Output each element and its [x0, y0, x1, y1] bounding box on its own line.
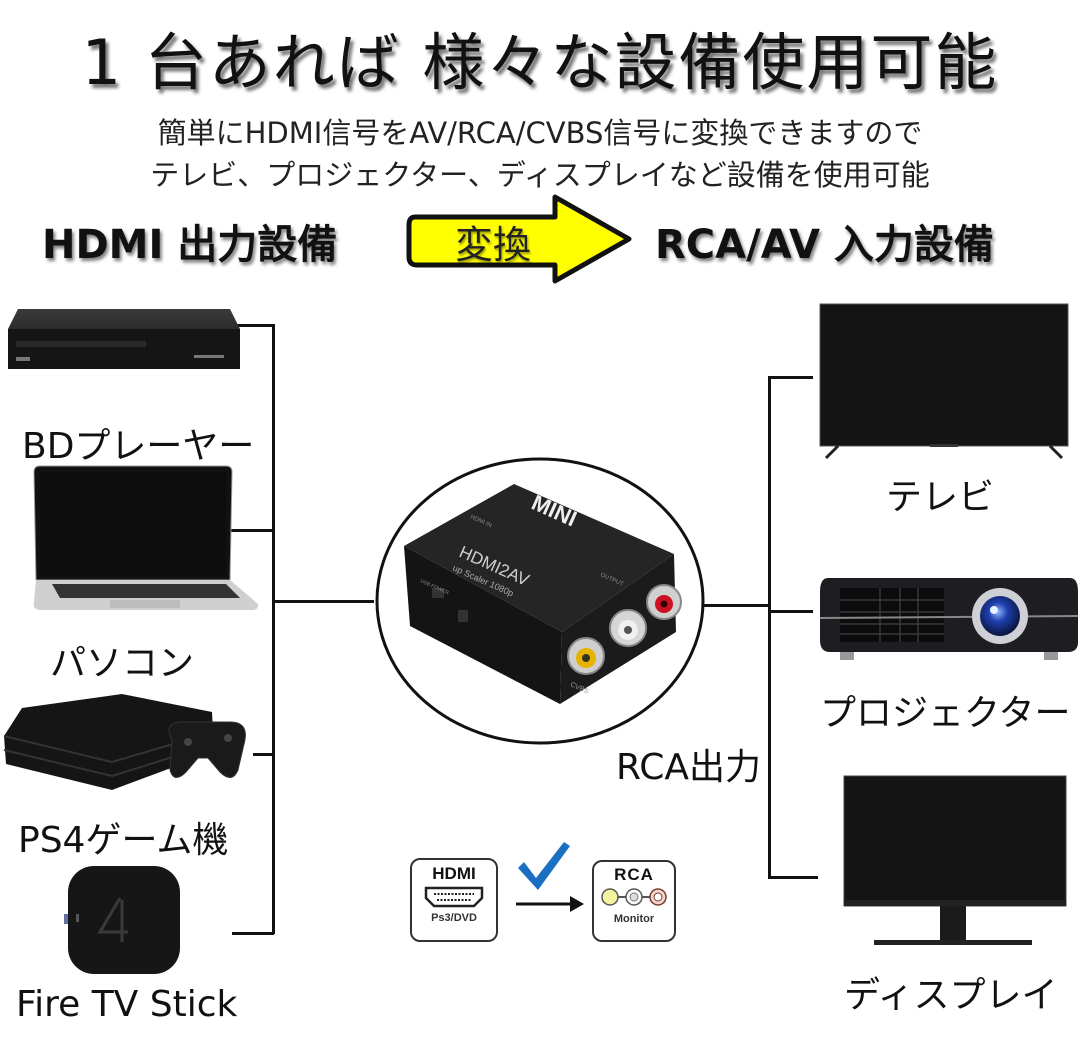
game-console-icon — [3, 694, 246, 790]
rca-badge-title: RCA — [614, 865, 654, 884]
hdmi-connector-icon — [424, 886, 484, 908]
rca-jacks-icon — [601, 888, 667, 906]
input-label-laptop: パソコン — [50, 643, 195, 684]
streaming-box-icon — [64, 866, 180, 974]
input-line-bd — [232, 324, 274, 327]
monitor-icon — [843, 775, 1067, 945]
hdmi-badge-caption: Ps3/DVD — [431, 912, 477, 924]
usb-power-port — [432, 588, 444, 598]
rca-jack-yellow — [567, 637, 605, 675]
converter-to-output-line — [700, 604, 770, 607]
source-label: HDMI 出力設備 — [42, 222, 338, 268]
tv-icon — [819, 303, 1069, 460]
output-bus-line — [768, 376, 771, 878]
arrow-label: 変換 — [455, 223, 532, 267]
input-label-ps4: PS4ゲーム機 — [18, 820, 229, 861]
input-label-bd: BDプレーヤー — [22, 426, 255, 467]
input-line-firetv — [232, 932, 274, 935]
output-line-projector — [768, 610, 813, 613]
rca-output-caption: RCA出力 — [616, 747, 761, 788]
check-arrow-icon — [516, 842, 584, 912]
output-line-monitor — [768, 876, 818, 879]
rca-jack-white — [609, 609, 647, 647]
input-line-ps4 — [253, 753, 274, 756]
output-line-tv — [768, 376, 813, 379]
rca-badge-caption: Monitor — [613, 913, 655, 925]
subtitle-line-2: テレビ、プロジェクター、ディスプレイなど設備を使用可能 — [150, 158, 930, 192]
input-line-laptop — [225, 529, 274, 532]
rca-badge: RCA Monitor — [592, 860, 676, 942]
page-title: 1 台あれば 様々な設備使用可能 — [81, 26, 999, 99]
conversion-arrow-icon — [406, 194, 632, 284]
input-label-firetv: Fire TV Stick — [16, 984, 238, 1025]
converter-circle: MINI HDMI2AV up Scaler 1080p HDMI IN USB… — [375, 457, 705, 745]
subtitle-line-1: 簡単にHDMI信号をAV/RCA/CVBS信号に変換できますので — [157, 116, 923, 150]
output-label-tv: テレビ — [886, 477, 995, 518]
input-to-converter-line — [274, 600, 374, 603]
output-label-projector: プロジェクター — [820, 693, 1071, 734]
rca-jack-red — [646, 584, 682, 620]
laptop-icon — [33, 465, 259, 610]
output-label-monitor: ディスプレイ — [844, 975, 1058, 1016]
input-bus-line — [272, 324, 275, 934]
bluray-player-icon — [8, 309, 240, 369]
hdmi-badge: HDMI Ps3/DVD — [410, 858, 498, 942]
hdmi-badge-title: HDMI — [432, 864, 476, 883]
target-label: RCA/AV 入力設備 — [655, 222, 994, 268]
projector-icon — [819, 578, 1079, 660]
